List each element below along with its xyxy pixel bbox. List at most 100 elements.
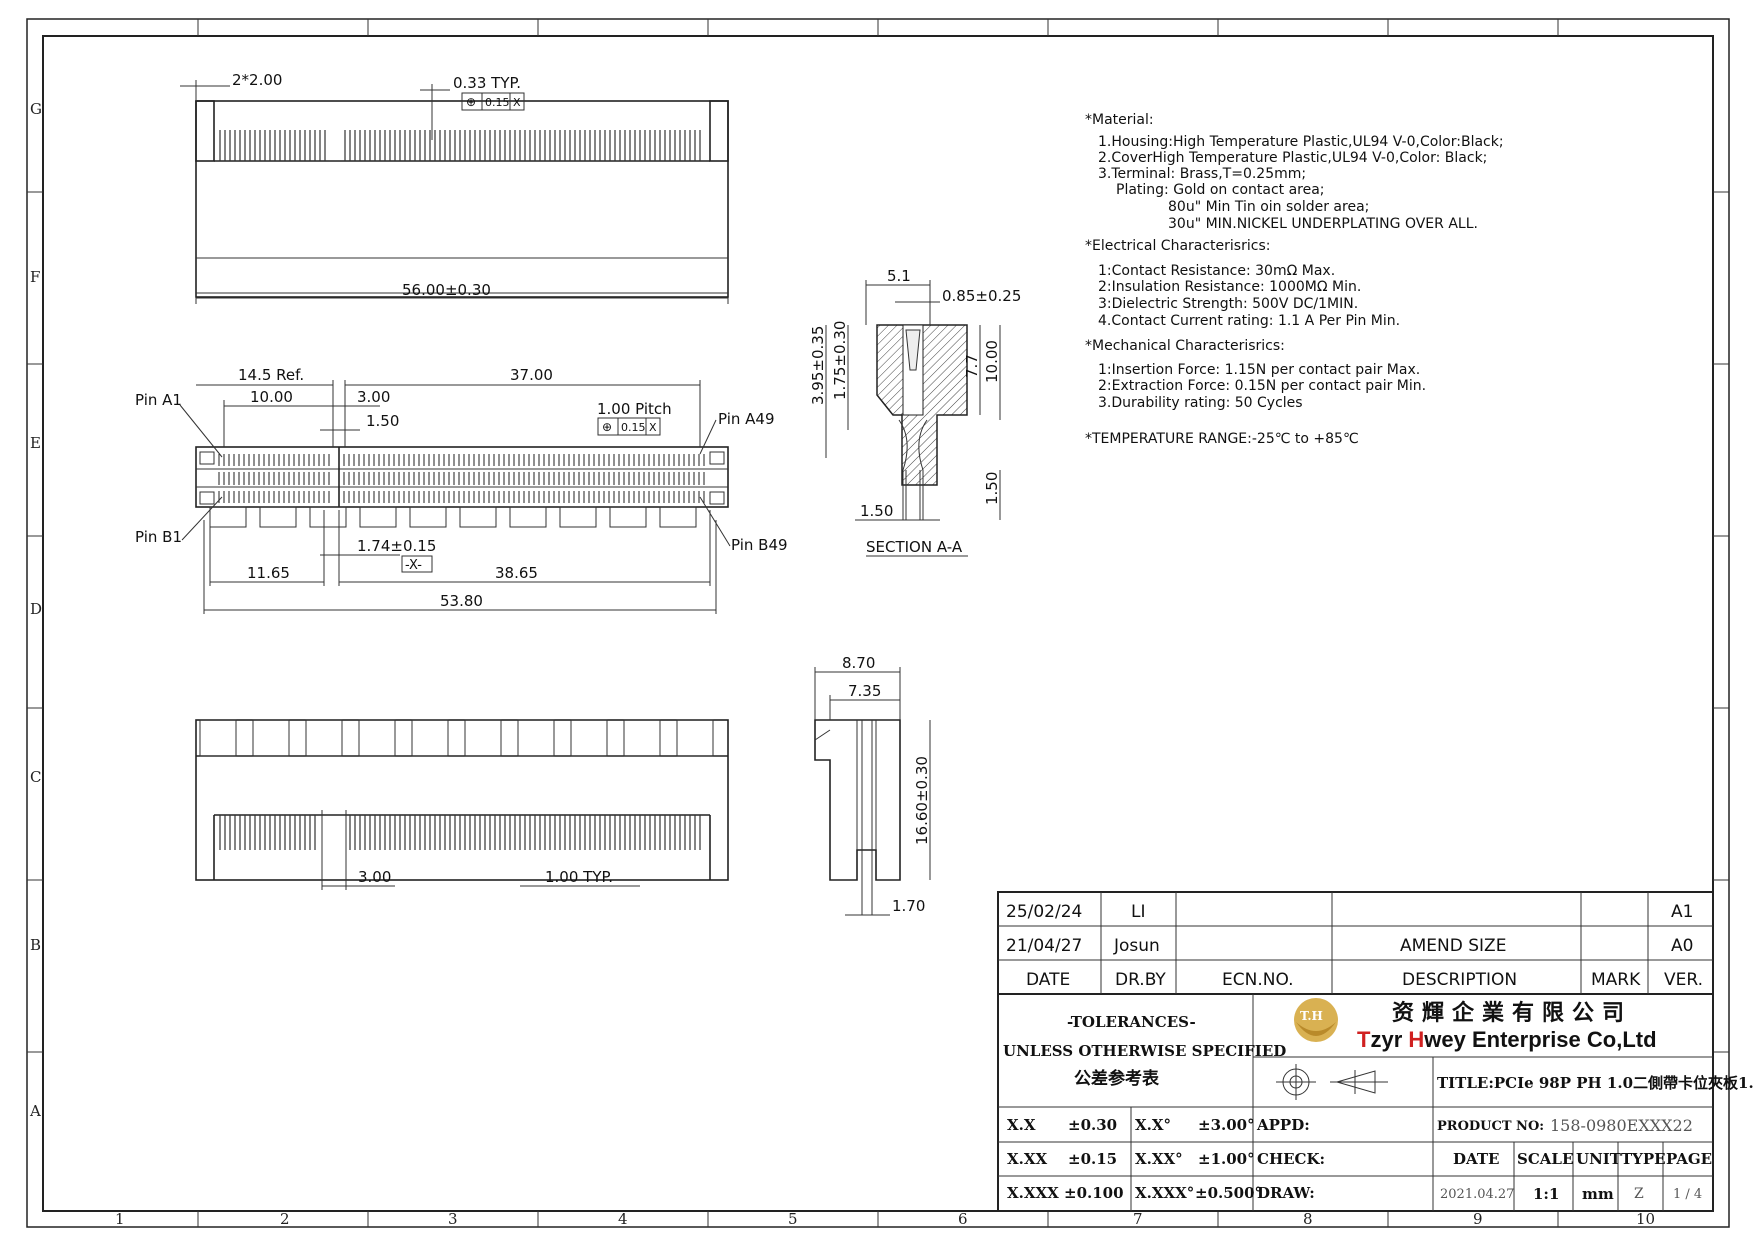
tol-row3-b: ±0.100 — [1064, 1184, 1124, 1202]
foot — [509, 506, 547, 528]
grid-labels: 1 2 3 4 5 6 7 8 9 10 G F E D C B A — [29, 100, 1655, 1228]
tol-row3-d: ±0.500° — [1195, 1184, 1262, 1202]
dim-bottom-typ: 1.00 TYP. — [545, 868, 613, 886]
val-unit: mm — [1582, 1185, 1614, 1203]
company-en-name: Tzyr Hwey Enterprise Co,Ltd — [1357, 1027, 1657, 1052]
grid-col-9: 9 — [1473, 1210, 1483, 1228]
bottom-view-dims: 3.00 1.00 TYP. — [321, 810, 640, 890]
slot — [464, 719, 502, 757]
note-tin: 80u" Min Tin oin solder area; — [1168, 199, 1369, 215]
company-cn-name: 资輝企業有限公司 — [1392, 1000, 1632, 1026]
grid-col-7: 7 — [1133, 1210, 1143, 1228]
dim-sec-1-75: 1.75±0.30 — [831, 321, 849, 400]
note-temperature: *TEMPERATURE RANGE:-25℃ to +85℃ — [1085, 431, 1359, 447]
note-housing: 1.Housing:High Temperature Plastic,UL94 … — [1098, 134, 1504, 150]
top-view — [195, 100, 729, 298]
note-extraction: 2:Extraction Force: 0.15N per contact pa… — [1098, 378, 1426, 394]
foot — [309, 506, 347, 528]
grid-row-e: E — [30, 434, 41, 452]
dim-14-5-ref: 14.5 Ref. — [238, 366, 304, 384]
col-page: PAGE — [1666, 1150, 1712, 1168]
slot — [676, 719, 714, 757]
dim-1-74: 1.74±0.15 — [357, 537, 436, 555]
drawing-title: TITLE:PCIe 98P PH 1.0二側帶卡位夾板1.6T — [1437, 1074, 1754, 1092]
dim-pitch: 1.00 Pitch — [597, 400, 672, 418]
top-pin-row — [219, 130, 701, 161]
dim-sec-5-1: 5.1 — [887, 267, 911, 285]
grid-row-a: A — [29, 1102, 41, 1120]
grid-col-1: 1 — [115, 1210, 125, 1228]
datum-x: -X- — [405, 558, 422, 573]
note-durability: 3.Durability rating: 50 Cycles — [1098, 395, 1303, 411]
tol-row2-b: ±0.15 — [1068, 1150, 1117, 1168]
front-feet — [209, 506, 697, 528]
label-pin-a49: Pin A49 — [718, 410, 775, 428]
front-view-dims: 14.5 Ref. 37.00 10.00 3.00 1.50 1.00 Pit… — [135, 366, 788, 614]
label-check: CHECK: — [1257, 1150, 1325, 1168]
grid-col-5: 5 — [788, 1210, 798, 1228]
company-logo: T.H — [1294, 998, 1338, 1042]
section-label: SECTION A-A — [866, 538, 963, 556]
foot — [659, 506, 697, 528]
label-appd: APPD: — [1256, 1116, 1310, 1134]
front-view — [195, 446, 729, 528]
logo-text: T.H — [1300, 1009, 1323, 1023]
hdr-ecn: ECN.NO. — [1222, 970, 1294, 990]
val-type: Z — [1634, 1186, 1644, 1202]
label-product-no: PRODUCT NO: — [1437, 1119, 1544, 1134]
dim-side-1-70: 1.70 — [892, 897, 925, 915]
tol-row1-d: ±3.00° — [1198, 1116, 1255, 1134]
dim-side-16-60: 16.60±0.30 — [913, 756, 931, 845]
note-current: 4.Contact Current rating: 1.1 A Per Pin … — [1098, 313, 1400, 329]
tol-row2-c: X.XX° — [1135, 1150, 1183, 1168]
note-terminal: 3.Terminal: Brass,T=0.25mm; — [1098, 166, 1306, 182]
note-cover: 2.CoverHigh Temperature Plastic,UL94 V-0… — [1098, 150, 1487, 166]
dim-overall-width: 56.00±0.30 — [402, 281, 491, 299]
tol-subtitle: UNLESS OTHERWISE SPECIFIED — [1003, 1042, 1286, 1060]
top-view-dims: 2*2.00 0.33 TYP. ⊕ 0.15 X 56.00±0.30 — [180, 71, 729, 304]
rev2-ver: A0 — [1671, 936, 1693, 956]
tol-row2-a: X.XX — [1007, 1150, 1047, 1168]
label-pin-b1: Pin B1 — [135, 528, 182, 546]
foot — [209, 506, 247, 528]
val-product-no: 158-0980EXXX22 — [1550, 1116, 1693, 1135]
note-plating: Plating: Gold on contact area; — [1116, 182, 1325, 198]
note-dielectric: 3:Dielectric Strength: 500V DC/1MIN. — [1098, 296, 1358, 312]
slot — [358, 719, 396, 757]
grid-row-b: B — [30, 936, 41, 954]
hdr-ver: VER. — [1664, 970, 1703, 990]
dim-38-65: 38.65 — [495, 564, 538, 582]
rev2-by: Josun — [1113, 936, 1160, 956]
dim-11-65: 11.65 — [247, 564, 290, 582]
hdr-date: DATE — [1026, 970, 1070, 990]
dim-2x2: 2*2.00 — [232, 71, 282, 89]
dim-sec-10: 10.00 — [983, 340, 1001, 383]
grid-row-g: G — [30, 100, 42, 118]
dim-10: 10.00 — [250, 388, 293, 406]
grid-col-10: 10 — [1636, 1210, 1655, 1228]
rev2-date: 21/04/27 — [1006, 936, 1082, 956]
bottom-view — [195, 719, 729, 881]
grid-col-2: 2 — [280, 1210, 290, 1228]
title-block: 25/02/24 LI A1 21/04/27 Josun AMEND SIZE… — [997, 891, 1754, 1212]
rev1-by: LI — [1131, 902, 1146, 922]
svg-text:⊕: ⊕ — [602, 420, 612, 434]
dim-bottom-3: 3.00 — [358, 868, 391, 886]
dim-033-typ: 0.33 TYP. — [453, 74, 521, 92]
tol-row1-c: X.X° — [1135, 1116, 1171, 1134]
tol-row1-a: X.X — [1007, 1116, 1036, 1134]
dim-sec-1-50-v: 1.50 — [983, 472, 1001, 505]
tol-row3-c: X.XXX° — [1135, 1184, 1194, 1202]
note-material: *Material: — [1085, 112, 1154, 128]
front-pin-rows — [218, 454, 705, 503]
section-dims: 5.1 0.85±0.25 3.95±0.35 1.75±0.30 7.7 10… — [809, 267, 1021, 557]
tol-cn: 公差参考表 — [1074, 1068, 1160, 1089]
top-tol: 0.15 — [485, 96, 510, 109]
svg-text:⊕: ⊕ — [466, 95, 476, 109]
section-a-a — [876, 324, 968, 521]
val-page: 1 / 4 — [1673, 1187, 1702, 1202]
dim-3: 3.00 — [357, 388, 390, 406]
dim-sec-0-85: 0.85±0.25 — [942, 287, 1021, 305]
spec-notes: *Material: 1.Housing:High Temperature Pl… — [1085, 112, 1504, 447]
